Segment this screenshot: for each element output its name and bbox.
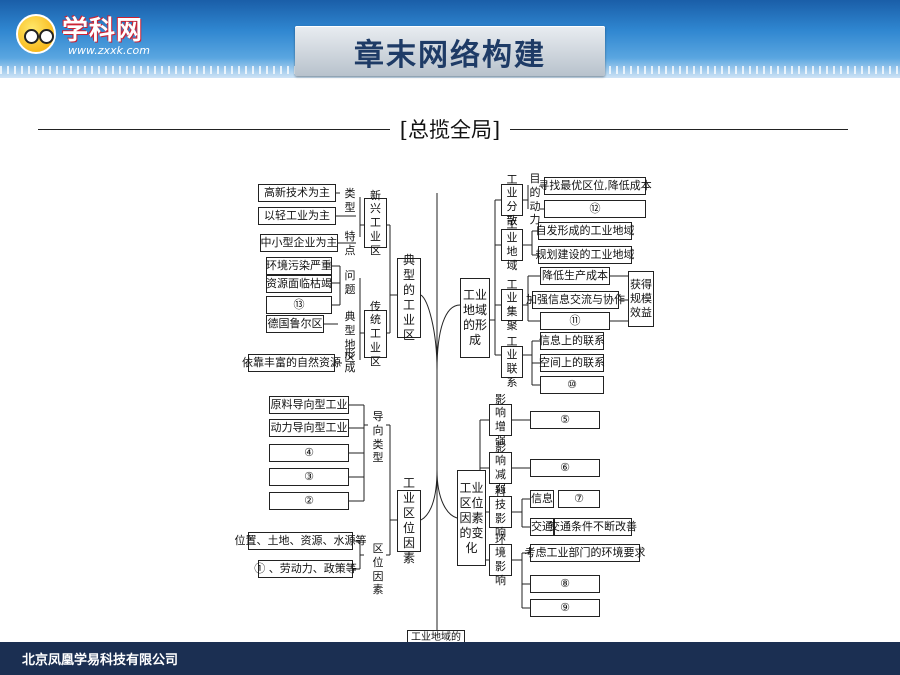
page-title: 章末网络构建 bbox=[354, 38, 546, 73]
node-industrial-linkage: 工业联系 bbox=[501, 335, 523, 389]
node-tech-influence: 科技影响 bbox=[489, 485, 512, 539]
footer-company: 北京凤凰学易科技有限公司 bbox=[22, 653, 179, 668]
section-title: [总揽全局] bbox=[399, 118, 501, 142]
node-blank-4: ④ bbox=[269, 444, 349, 462]
label-type: 类型 bbox=[344, 187, 356, 215]
label-typical-area: 典型地区 bbox=[344, 310, 356, 365]
title-plate bbox=[295, 26, 605, 76]
node-high-tech: 高新技术为主 bbox=[258, 184, 336, 202]
node-traditional-zone: 传统工业区 bbox=[364, 300, 387, 368]
heading-rule-right bbox=[510, 129, 848, 130]
node-label: 传统工业区 bbox=[370, 299, 381, 368]
node-small-enterprises: 中小型企业为主 bbox=[260, 234, 338, 252]
heading-rule-left bbox=[38, 129, 390, 130]
node-label: 获得规模效益 bbox=[630, 278, 652, 319]
node-blank-11: ⑪ bbox=[540, 312, 610, 330]
node-find-optimal-location: 寻找最优区位,降低成本 bbox=[538, 177, 652, 195]
node-label: 工业地域 bbox=[506, 217, 518, 272]
node-info-linkage: 信息上的联系 bbox=[539, 332, 605, 350]
node-label: 工业联系 bbox=[506, 334, 518, 389]
node-blank-7: ⑦ bbox=[558, 490, 600, 508]
node-resource-depletion: 资源面临枯竭 bbox=[266, 275, 332, 293]
node-industrial-region-formation: 工业地域的形成 bbox=[460, 278, 490, 358]
node-pollution: 环境污染严重 bbox=[266, 257, 332, 275]
node-information: 信息 bbox=[530, 490, 554, 508]
node-influence-increase: 影响增强 bbox=[489, 393, 512, 447]
node-industrial-agglomeration: 工业集聚 bbox=[501, 278, 523, 332]
node-label: 典型的工业区 bbox=[402, 253, 415, 342]
node-blank-3: ③ bbox=[269, 468, 349, 486]
node-power-oriented: 动力导向型工业 bbox=[269, 419, 349, 437]
node-location-factors: 工业区位因素 bbox=[397, 476, 421, 565]
node-label: 新兴工业区 bbox=[370, 188, 381, 257]
mascot-icon bbox=[16, 14, 56, 54]
logo-url: www.zxxk.com bbox=[68, 44, 150, 57]
node-natural-resources: 依靠丰富的自然资源 bbox=[242, 354, 341, 372]
node-reduce-cost: 降低生产成本 bbox=[540, 267, 610, 285]
node-spatial-linkage: 空间上的联系 bbox=[539, 354, 605, 372]
label-formation: 形成 bbox=[344, 347, 356, 374]
node-typical-industrial-zone: 典型的工业区 bbox=[397, 253, 421, 342]
node-blank-2: ② bbox=[269, 492, 349, 510]
node-label: 影响减弱 bbox=[495, 440, 506, 495]
node-blank-8: ⑧ bbox=[530, 575, 600, 593]
node-scale-benefit: 获得规模效益 bbox=[628, 271, 654, 327]
node-industrial-area: 工业地域 bbox=[501, 218, 523, 272]
node-label: 工业地域的形成 bbox=[462, 288, 487, 347]
node-spontaneous-area: 自发形成的工业地域 bbox=[536, 222, 635, 240]
node-location-factor-change: 工业区位因素的变化 bbox=[457, 470, 486, 566]
node-label: 工业分散 bbox=[506, 172, 518, 227]
node-blank-1-labor-policy: ① 、劳动力、政策等 bbox=[254, 560, 357, 578]
node-label: 工业区位因素 bbox=[402, 476, 415, 565]
site-logo: 学科网 www.zxxk.com bbox=[12, 6, 177, 62]
node-label: 环境影响 bbox=[495, 532, 506, 587]
node-blank-6: ⑥ bbox=[530, 459, 600, 477]
node-transport: 交通 bbox=[530, 518, 554, 536]
node-industrial-dispersion: 工业分散 bbox=[501, 173, 523, 227]
node-label: 工业区位因素的变化 bbox=[459, 480, 484, 555]
label-purpose-driver: 目的动力 bbox=[529, 172, 541, 227]
node-blank-13: ⑬ bbox=[266, 296, 332, 314]
node-transport-improvement: 交通条件不断改善 bbox=[549, 518, 637, 536]
logo-name: 学科网 bbox=[62, 16, 144, 46]
node-label: 影响增强 bbox=[495, 392, 506, 447]
node-emerging-zone: 新兴工业区 bbox=[364, 189, 387, 257]
node-raw-material-oriented: 原料导向型工业 bbox=[269, 396, 349, 414]
node-blank-12: ⑫ bbox=[544, 200, 646, 218]
node-position-land-resources: 位置、土地、资源、水源等 bbox=[235, 532, 367, 550]
node-influence-decrease: 影响减弱 bbox=[489, 441, 512, 495]
node-planned-area: 规划建设的工业地域 bbox=[536, 246, 635, 264]
label-orientation-type: 导向类型 bbox=[372, 410, 384, 465]
node-blank-5: ⑤ bbox=[530, 411, 600, 429]
node-ruhr-region: 德国鲁尔区 bbox=[266, 315, 324, 333]
node-environment-influence: 环境影响 bbox=[489, 533, 512, 587]
node-environment-requirements: 考虑工业部门的环境要求 bbox=[525, 544, 646, 562]
footer-bar bbox=[0, 642, 900, 675]
node-blank-9: ⑨ bbox=[530, 599, 600, 617]
node-light-industry: 以轻工业为主 bbox=[258, 207, 336, 225]
node-label: 科技影响 bbox=[495, 484, 506, 539]
label-problem: 问题 bbox=[344, 269, 356, 297]
label-feature: 特点 bbox=[344, 230, 356, 258]
node-info-exchange: 加强信息交流与协作 bbox=[526, 291, 625, 309]
node-blank-10: ⑩ bbox=[540, 376, 604, 394]
node-label: 工业集聚 bbox=[506, 277, 518, 332]
label-location-factor: 区位因素 bbox=[372, 542, 384, 597]
